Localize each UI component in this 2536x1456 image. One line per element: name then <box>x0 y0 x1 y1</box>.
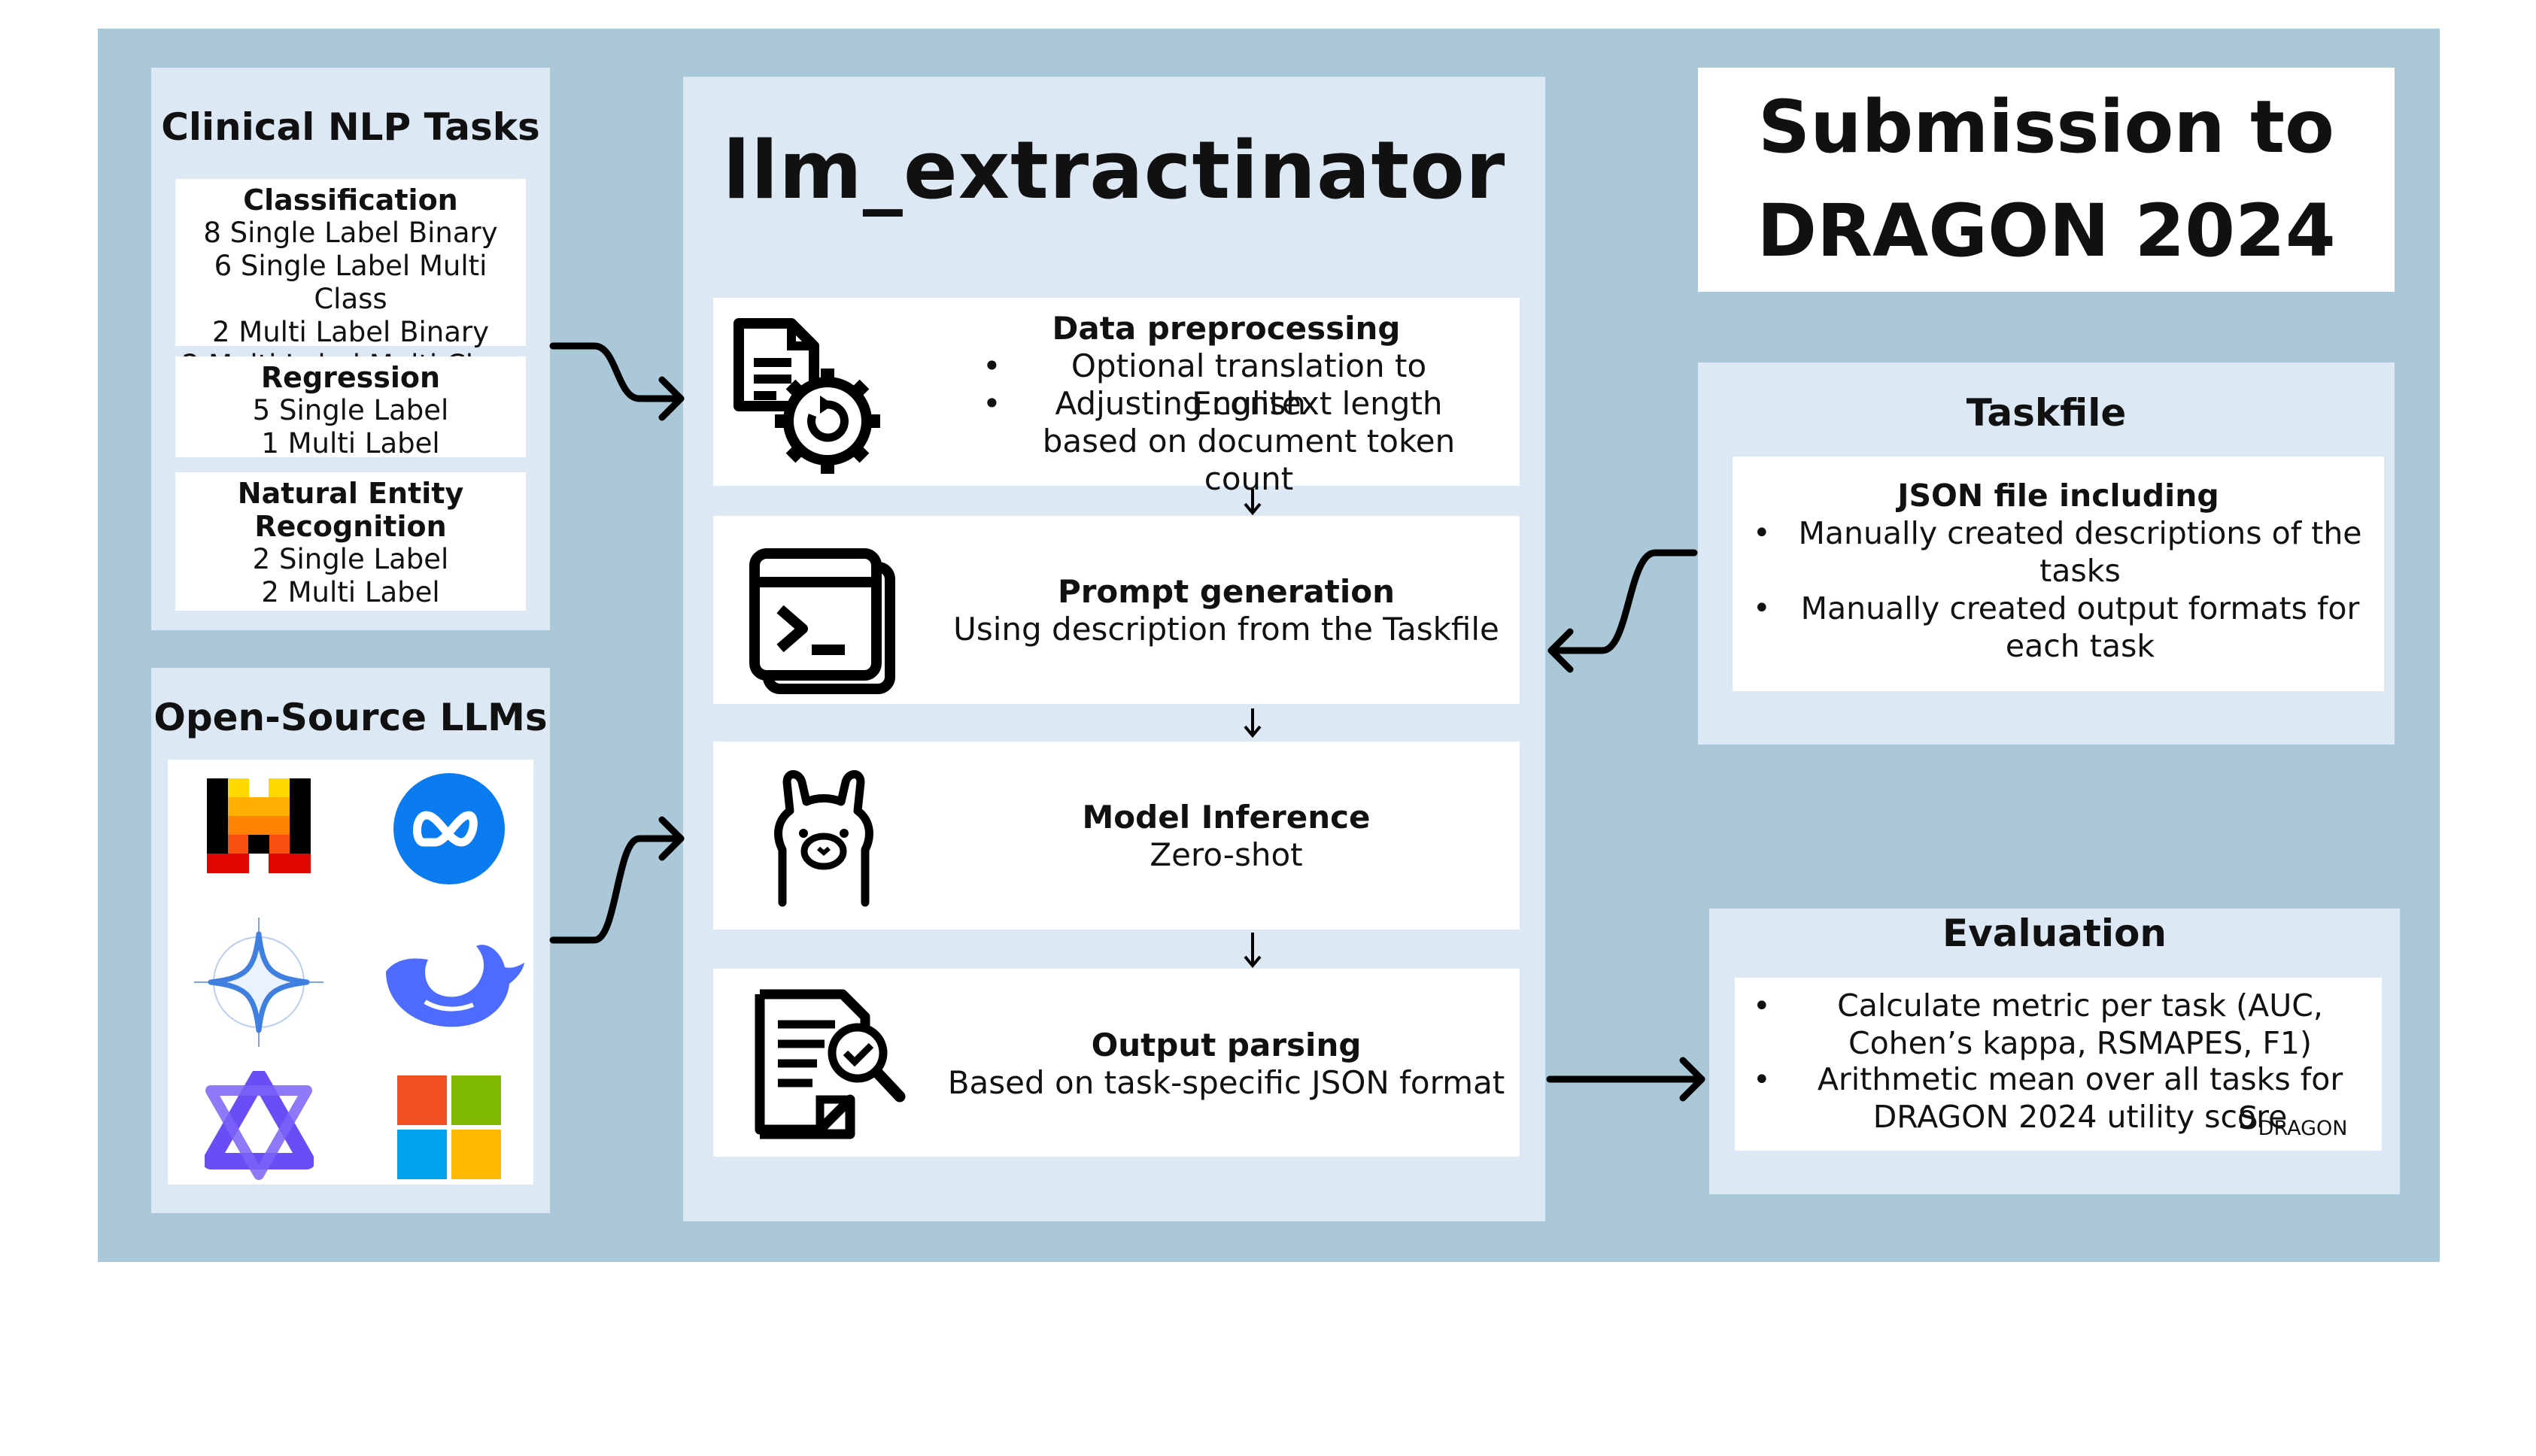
meta-logo <box>393 773 505 884</box>
score-symbol: S <box>2238 1100 2258 1136</box>
taskfile-bullet: Manually created output formats for each… <box>1800 590 2360 664</box>
taskfile-content <box>1733 457 2384 691</box>
classification-heading: Classification <box>243 184 458 217</box>
preprocessing-heading: Data preprocessing <box>1052 310 1401 347</box>
evaluation-title: Evaluation <box>1942 912 2167 955</box>
bullet-icon: • <box>1753 1063 1771 1097</box>
llama-icon <box>774 770 873 907</box>
ner-line: 2 Multi Label <box>261 576 440 608</box>
classification-line: 8 Single Label Binary <box>203 217 498 249</box>
bullet-icon: • <box>1753 516 1771 551</box>
parsing-heading: Output parsing <box>1091 1027 1362 1063</box>
prompt-text: Prompt generation Using description from… <box>940 573 1512 648</box>
parsing-line: Based on task-specific JSON format <box>947 1064 1505 1101</box>
inference-heading: Model Inference <box>1082 799 1371 836</box>
ner-box: Natural Entity Recognition 2 Single Labe… <box>175 472 526 611</box>
arrowhead-icon <box>1547 628 1574 673</box>
inference-line: Zero-shot <box>1150 836 1303 873</box>
down-arrow-icon <box>1244 489 1262 516</box>
evaluation-bullet: Calculate metric per task (AUC, Cohen’s … <box>1837 987 2323 1061</box>
deepseek-logo <box>386 945 524 1027</box>
regression-heading: Regression <box>260 361 441 394</box>
down-arrow-icon <box>1244 708 1262 739</box>
down-arrow-icon <box>1244 933 1262 969</box>
bullet-icon: • <box>983 347 1001 384</box>
document-gear-icon <box>733 318 880 474</box>
dragon-score-symbol: SDRAGON <box>2238 1100 2348 1140</box>
taskfile-bullet: Manually created descriptions of the tas… <box>1798 515 2362 589</box>
extractinator-title: llm_extractinator <box>722 124 1506 217</box>
document-search-icon <box>755 989 906 1139</box>
preprocessing-bullet: Adjusting context length based on docume… <box>1042 385 1456 497</box>
arrowhead-icon <box>658 376 685 421</box>
clinical-tasks-title: Clinical NLP Tasks <box>161 105 540 149</box>
arrowhead-icon <box>658 816 685 861</box>
score-subscript: DRAGON <box>2258 1117 2348 1140</box>
bullet-icon: • <box>1753 591 1771 626</box>
inference-text: Model Inference Zero-shot <box>940 799 1512 874</box>
submission-title: Submission to DRAGON 2024 <box>1698 75 2395 283</box>
bullet-icon: • <box>1753 989 1771 1024</box>
mistral-logo <box>207 778 311 873</box>
prompt-line: Using description from the Taskfile <box>953 611 1499 648</box>
ner-heading: Natural Entity Recognition <box>237 477 464 543</box>
terminal-icon <box>749 548 895 694</box>
submission-line-2: DRAGON 2024 <box>1757 189 2336 273</box>
bullet-icon: • <box>983 385 1001 422</box>
submission-box <box>1698 68 2395 292</box>
classification-line: 2 Multi Label Binary <box>212 316 489 348</box>
evaluation-content <box>1735 978 2382 1151</box>
preprocessing-bullet: Optional translation to English <box>1071 347 1427 422</box>
arrow-tasks-to-preprocessing <box>549 342 685 402</box>
taskfile-title: Taskfile <box>1966 391 2127 435</box>
regression-line: 5 Single Label <box>252 394 449 426</box>
parsing-text: Output parsing Based on task-specific JS… <box>940 1027 1512 1102</box>
llms-title: Open-Source LLMs <box>153 696 548 739</box>
arrow-taskfile-to-prompt <box>1547 549 1698 654</box>
arrowhead-icon <box>1679 1057 1705 1102</box>
regression-line: 1 Multi Label <box>261 427 440 460</box>
classification-line: 6 Single Label Multi Class <box>214 250 487 315</box>
preprocessing-text: Data preprocessing <box>940 310 1512 347</box>
microsoft-logo <box>397 1075 501 1179</box>
qwen-logo <box>205 1071 314 1180</box>
submission-line-1: Submission to <box>1758 85 2334 169</box>
ner-line: 2 Single Label <box>252 543 449 575</box>
evaluation-bullet: Arithmetic mean over all tasks for DRAGO… <box>1817 1061 2343 1135</box>
regression-box: Regression 5 Single Label 1 Multi Label <box>175 356 526 460</box>
taskfile-heading: JSON file including <box>1897 478 2219 514</box>
arrow-llms-to-inference <box>549 835 685 944</box>
gemma-logo <box>194 918 323 1047</box>
prompt-heading: Prompt generation <box>1057 573 1396 610</box>
